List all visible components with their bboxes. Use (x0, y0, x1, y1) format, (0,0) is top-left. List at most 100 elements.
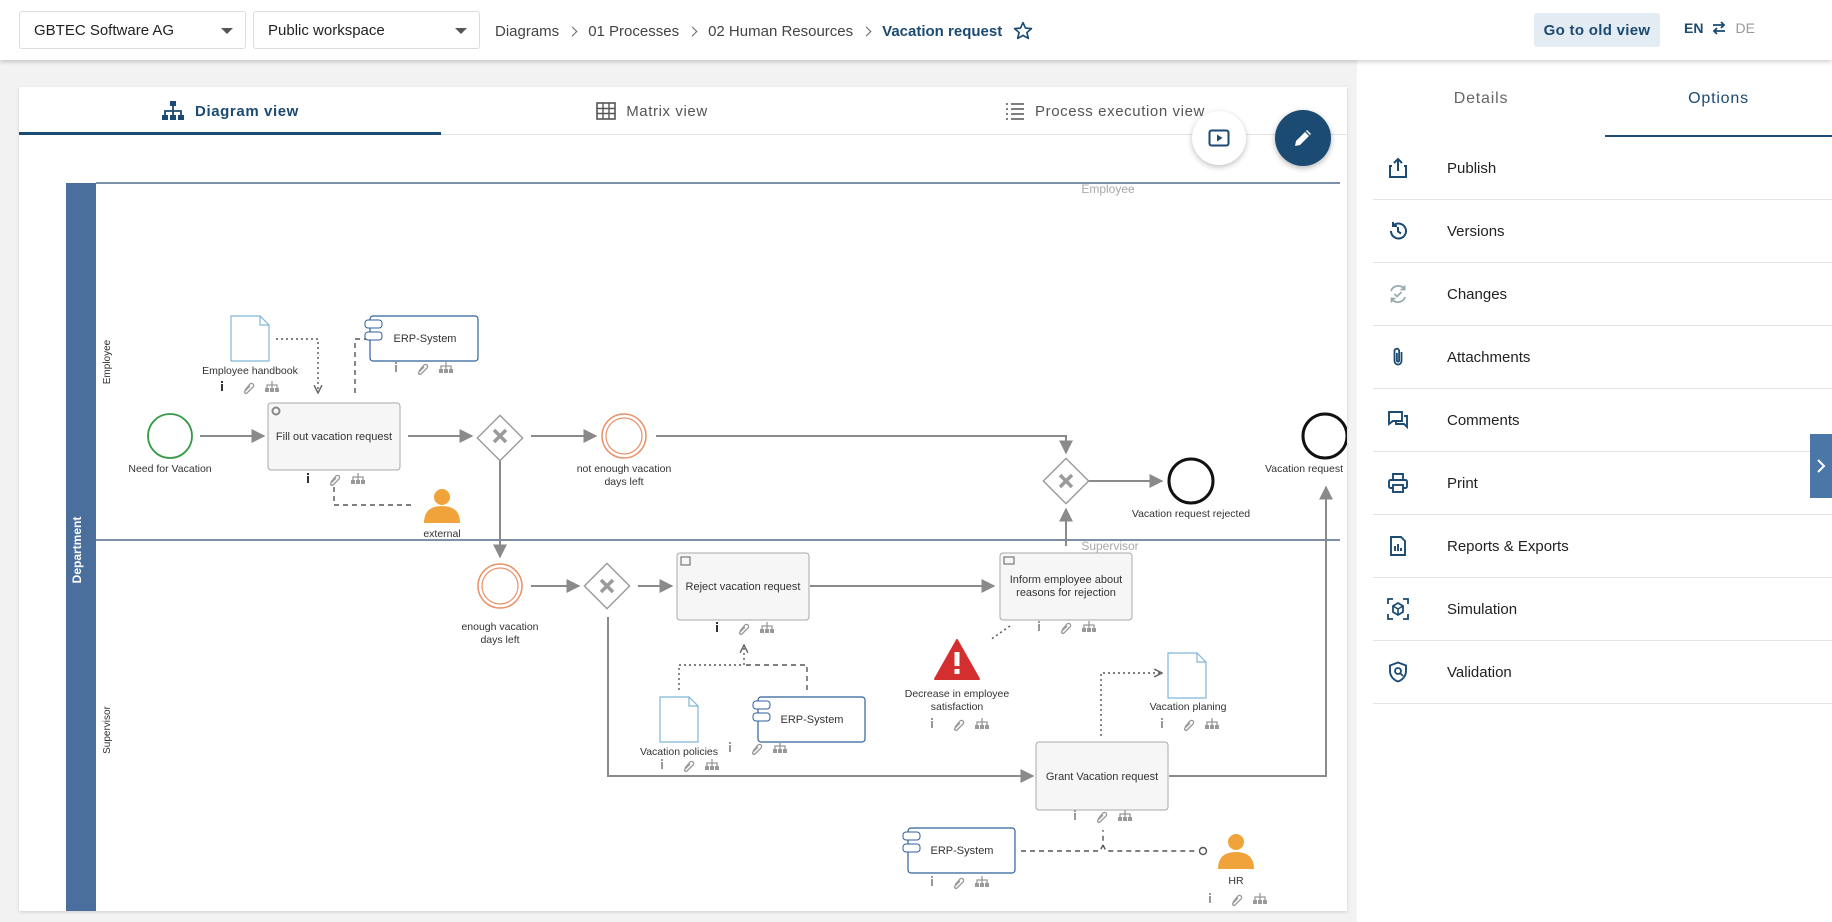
hierarchy-icon-node (770, 629, 774, 633)
option-print[interactable]: Print (1373, 452, 1832, 515)
process-diagram[interactable]: Department Employee Supervisor Employee … (19, 136, 1347, 911)
event-inner-ring (605, 417, 643, 455)
swap-icon[interactable] (1711, 21, 1727, 35)
shield-icon (1385, 659, 1411, 685)
chevron-down-icon (221, 28, 233, 34)
start-event[interactable] (147, 413, 193, 459)
tab-process-execution-view[interactable]: Process execution view (863, 87, 1347, 135)
option-changes[interactable]: Changes (1373, 263, 1832, 326)
system-component-icon (902, 843, 921, 853)
tab-diagram-view[interactable]: Diagram view (19, 87, 441, 135)
document-icon[interactable] (1167, 652, 1207, 699)
option-validation[interactable]: Validation (1373, 641, 1832, 704)
hierarchy-icon-node (1205, 725, 1209, 729)
role-external[interactable] (424, 489, 460, 523)
paperclip-icon (417, 363, 429, 376)
go-to-old-view-button[interactable]: Go to old view (1534, 13, 1660, 47)
document-icon[interactable] (230, 315, 270, 362)
chevron-right-icon (861, 26, 872, 36)
presentation-mode-button[interactable] (1192, 111, 1246, 165)
info-icon-dot (931, 718, 933, 720)
info-icon-dot (1038, 621, 1040, 623)
intermediate-event-enough[interactable] (477, 563, 523, 609)
role-hr[interactable] (1218, 834, 1254, 869)
hierarchy-icon-node (1128, 817, 1132, 821)
hierarchy-icon-node (444, 369, 448, 373)
option-publish[interactable]: Publish (1373, 137, 1832, 200)
hierarchy-icon-node (1210, 725, 1214, 729)
mail-icon (1003, 556, 1015, 565)
star-icon[interactable] (1012, 20, 1034, 42)
hierarchy-icon-node (265, 388, 269, 392)
task-fill-out[interactable] (267, 402, 401, 471)
info-icon-dot (1161, 718, 1163, 720)
task-inform[interactable] (999, 552, 1133, 621)
hierarchy-icon-node (1118, 817, 1122, 821)
option-label: Validation (1447, 663, 1512, 681)
breadcrumb-diagrams[interactable]: Diagrams (495, 22, 560, 40)
option-label: Versions (1447, 222, 1505, 240)
hierarchy-icon-node (351, 480, 355, 484)
close-icon (599, 578, 615, 594)
hierarchy-icon (976, 718, 988, 725)
breadcrumb-human-resources[interactable]: 02 Human Resources (708, 22, 854, 40)
option-attachments[interactable]: Attachments (1373, 326, 1832, 389)
tab-matrix-view[interactable]: Matrix view (441, 87, 863, 135)
paperclip-icon (1183, 719, 1195, 732)
hierarchy-icon-node (439, 369, 443, 373)
attribute-indicators (221, 362, 1267, 907)
workspace-select-value: Public workspace (268, 21, 385, 39)
warning-icon[interactable] (934, 639, 980, 680)
lang-de[interactable]: DE (1735, 20, 1755, 36)
hierarchy-icon-node (980, 883, 984, 887)
hierarchy-icon-node (783, 749, 787, 753)
option-comments[interactable]: Comments (1373, 389, 1832, 452)
organization-select[interactable]: GBTEC Software AG (19, 11, 246, 49)
document-fold (688, 697, 698, 707)
pool-label: Department (70, 517, 84, 584)
paperclip-icon (1060, 622, 1072, 635)
top-bar: GBTEC Software AG Public workspace Diagr… (0, 0, 1832, 60)
event-enough-label-2: days left (480, 634, 519, 646)
tab-options[interactable]: Options (1688, 89, 1749, 107)
hierarchy-icon (976, 876, 988, 883)
expand-panel-button[interactable] (1810, 434, 1832, 498)
document-fold (259, 316, 269, 326)
diagram-panel: Diagram view Matrix view Process executi… (19, 87, 1347, 911)
hierarchy-icon-node (449, 369, 453, 373)
end-event-rejected[interactable] (1167, 457, 1215, 505)
hierarchy-icon-node (773, 749, 777, 753)
hierarchy-icon-node (980, 725, 984, 729)
hierarchy-icon-node (1087, 628, 1091, 632)
paperclip-icon (953, 719, 965, 732)
option-label: Publish (1447, 159, 1497, 177)
tab-details[interactable]: Details (1453, 89, 1509, 107)
option-versions[interactable]: Versions (1373, 200, 1832, 263)
hierarchy-icon-node (975, 883, 979, 887)
hierarchy-icon-node (705, 766, 709, 770)
tab-diagram-view-label: Diagram view (195, 102, 299, 120)
breadcrumb-processes[interactable]: 01 Processes (588, 22, 680, 40)
lang-en[interactable]: EN (1684, 20, 1704, 36)
edit-button[interactable] (1275, 110, 1331, 166)
changes-icon (1385, 281, 1411, 307)
options-list: Publish Versions Changes Attachments Com… (1373, 137, 1832, 704)
task-inform-label-2: reasons for rejection (1016, 587, 1116, 599)
close-icon (492, 428, 508, 444)
document-icon[interactable] (659, 696, 699, 743)
hierarchy-icon (761, 622, 773, 629)
info-icon (395, 365, 397, 372)
option-reports-exports[interactable]: Reports & Exports (1373, 515, 1832, 578)
printer-icon (1385, 470, 1411, 496)
task-grant[interactable] (1035, 741, 1169, 811)
intermediate-event-not-enough[interactable] (601, 413, 647, 459)
workspace-select[interactable]: Public workspace (253, 11, 480, 49)
end-event-approved[interactable] (1301, 412, 1347, 460)
hierarchy-icon (706, 759, 718, 766)
option-simulation[interactable]: Simulation (1373, 578, 1832, 641)
task-reject[interactable] (676, 552, 810, 621)
paperclip-icon (738, 623, 750, 636)
task-inform-label-1: Inform employee about (1010, 574, 1123, 586)
system-erp-2-label: ERP-System (781, 714, 844, 726)
system-component-icon (752, 712, 771, 722)
